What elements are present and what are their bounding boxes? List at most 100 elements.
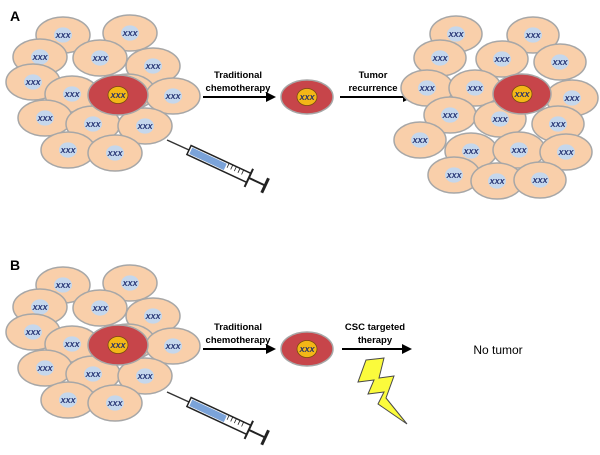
nucleus: [106, 145, 124, 161]
nucleus: [511, 85, 533, 103]
syringe-icon: [166, 391, 270, 446]
dna-glyph: XXX: [488, 177, 505, 186]
tumor-cell: XXX: [17, 99, 73, 137]
cancer-stem-cell: XXX: [87, 324, 149, 366]
nucleus: [107, 86, 129, 104]
nucleus: [466, 80, 484, 96]
panel-b: B XXX XXX XXX XXX XXX XXX XXX XXX XXX XXX XXX XXX XX…: [5, 257, 523, 446]
dna-glyph: XXX: [63, 340, 80, 349]
nucleus: [510, 142, 528, 158]
chemotherapy-arrow: Traditional chemotherapy: [203, 70, 276, 102]
nucleus: [488, 173, 506, 189]
nucleus: [431, 50, 449, 66]
nucleus: [54, 27, 72, 43]
dna-glyph: XXX: [136, 122, 153, 131]
dna-glyph: XXX: [106, 149, 123, 158]
nucleus: [63, 336, 81, 352]
dna-glyph: XXX: [524, 31, 541, 40]
nucleus: [121, 25, 139, 41]
tumor-cell: XXX: [539, 133, 593, 171]
nucleus: [54, 277, 72, 293]
dna-glyph: XXX: [549, 120, 566, 129]
nucleus: [121, 275, 139, 291]
dna-glyph: XXX: [144, 62, 161, 71]
dna-glyph: XXX: [24, 78, 41, 87]
nucleus: [36, 110, 54, 126]
tumor-cell: XXX: [117, 107, 173, 145]
dna-glyph: XXX: [54, 31, 71, 40]
dna-glyph: XXX: [36, 364, 53, 373]
nucleus: [563, 90, 581, 106]
tumor-cell: XXX: [470, 162, 524, 200]
dna-glyph: XXX: [462, 147, 479, 156]
nucleus: [136, 368, 154, 384]
nucleus: [59, 142, 77, 158]
nucleus: [411, 132, 429, 148]
csc-therapy-label-line2: therapy: [358, 335, 393, 346]
nucleus: [107, 336, 129, 354]
nucleus: [418, 80, 436, 96]
tumor-cell: XXX: [72, 289, 128, 327]
tumor-cell: XXX: [102, 14, 158, 52]
cancer-stem-cell: XXX: [280, 331, 334, 367]
surviving-cancer-stem-cell: XXX: [280, 331, 334, 367]
dna-glyph: XXX: [59, 146, 76, 155]
tumor-cell: XXX: [87, 134, 143, 172]
dna-glyph: XXX: [24, 328, 41, 337]
panel-b-label: B: [10, 257, 20, 273]
dna-glyph: XXX: [106, 399, 123, 408]
recurrence-label-line1: Tumor: [359, 70, 388, 81]
tumor-cell: XXX: [393, 121, 447, 159]
dna-glyph: XXX: [445, 171, 462, 180]
tumor-cell: XXX: [72, 39, 128, 77]
nucleus: [551, 54, 569, 70]
nucleus: [24, 74, 42, 90]
dna-glyph: XXX: [109, 91, 126, 100]
lightning-icon: [357, 357, 408, 425]
tumor-cell: XXX: [492, 131, 546, 169]
nucleus: [136, 118, 154, 134]
dna-glyph: XXX: [491, 115, 508, 124]
cancer-stem-cell: XXX: [280, 79, 334, 115]
cancer-stem-cell: XXX: [87, 74, 149, 116]
dna-glyph: XXX: [447, 30, 464, 39]
dna-glyph: XXX: [551, 58, 568, 67]
dna-glyph: XXX: [136, 372, 153, 381]
nucleus: [144, 308, 162, 324]
dna-glyph: XXX: [121, 279, 138, 288]
dna-glyph: XXX: [36, 114, 53, 123]
dna-glyph: XXX: [418, 84, 435, 93]
nucleus: [63, 86, 81, 102]
dna-glyph: XXX: [54, 281, 71, 290]
tumor-cell: XXX: [40, 131, 96, 169]
dna-glyph: XXX: [441, 111, 458, 120]
dna-glyph: XXX: [510, 146, 527, 155]
dna-glyph: XXX: [493, 55, 510, 64]
nucleus: [36, 360, 54, 376]
dna-glyph: XXX: [91, 304, 108, 313]
csc-therapy-arrow: CSC targeted therapy: [342, 322, 412, 354]
dna-glyph: XXX: [164, 342, 181, 351]
nucleus: [491, 111, 509, 127]
tumor-cell: XXX: [533, 43, 587, 81]
nucleus: [493, 51, 511, 67]
chemotherapy-arrow: Traditional chemotherapy: [203, 322, 276, 354]
dna-glyph: XXX: [59, 396, 76, 405]
dna-glyph: XXX: [557, 148, 574, 157]
dna-glyph: XXX: [84, 120, 101, 129]
tumor-cell: XXX: [475, 40, 529, 78]
nucleus: [59, 392, 77, 408]
syringe-icon: [166, 139, 270, 194]
chemotherapy-label-line2: chemotherapy: [206, 335, 272, 346]
tumor-cell: XXX: [40, 381, 96, 419]
nucleus: [84, 366, 102, 382]
dna-glyph: XXX: [298, 93, 315, 102]
dna-glyph: XXX: [144, 312, 161, 321]
nucleus: [524, 27, 542, 43]
nucleus: [296, 340, 318, 358]
dna-glyph: XXX: [91, 54, 108, 63]
nucleus: [144, 58, 162, 74]
dna-glyph: XXX: [109, 341, 126, 350]
